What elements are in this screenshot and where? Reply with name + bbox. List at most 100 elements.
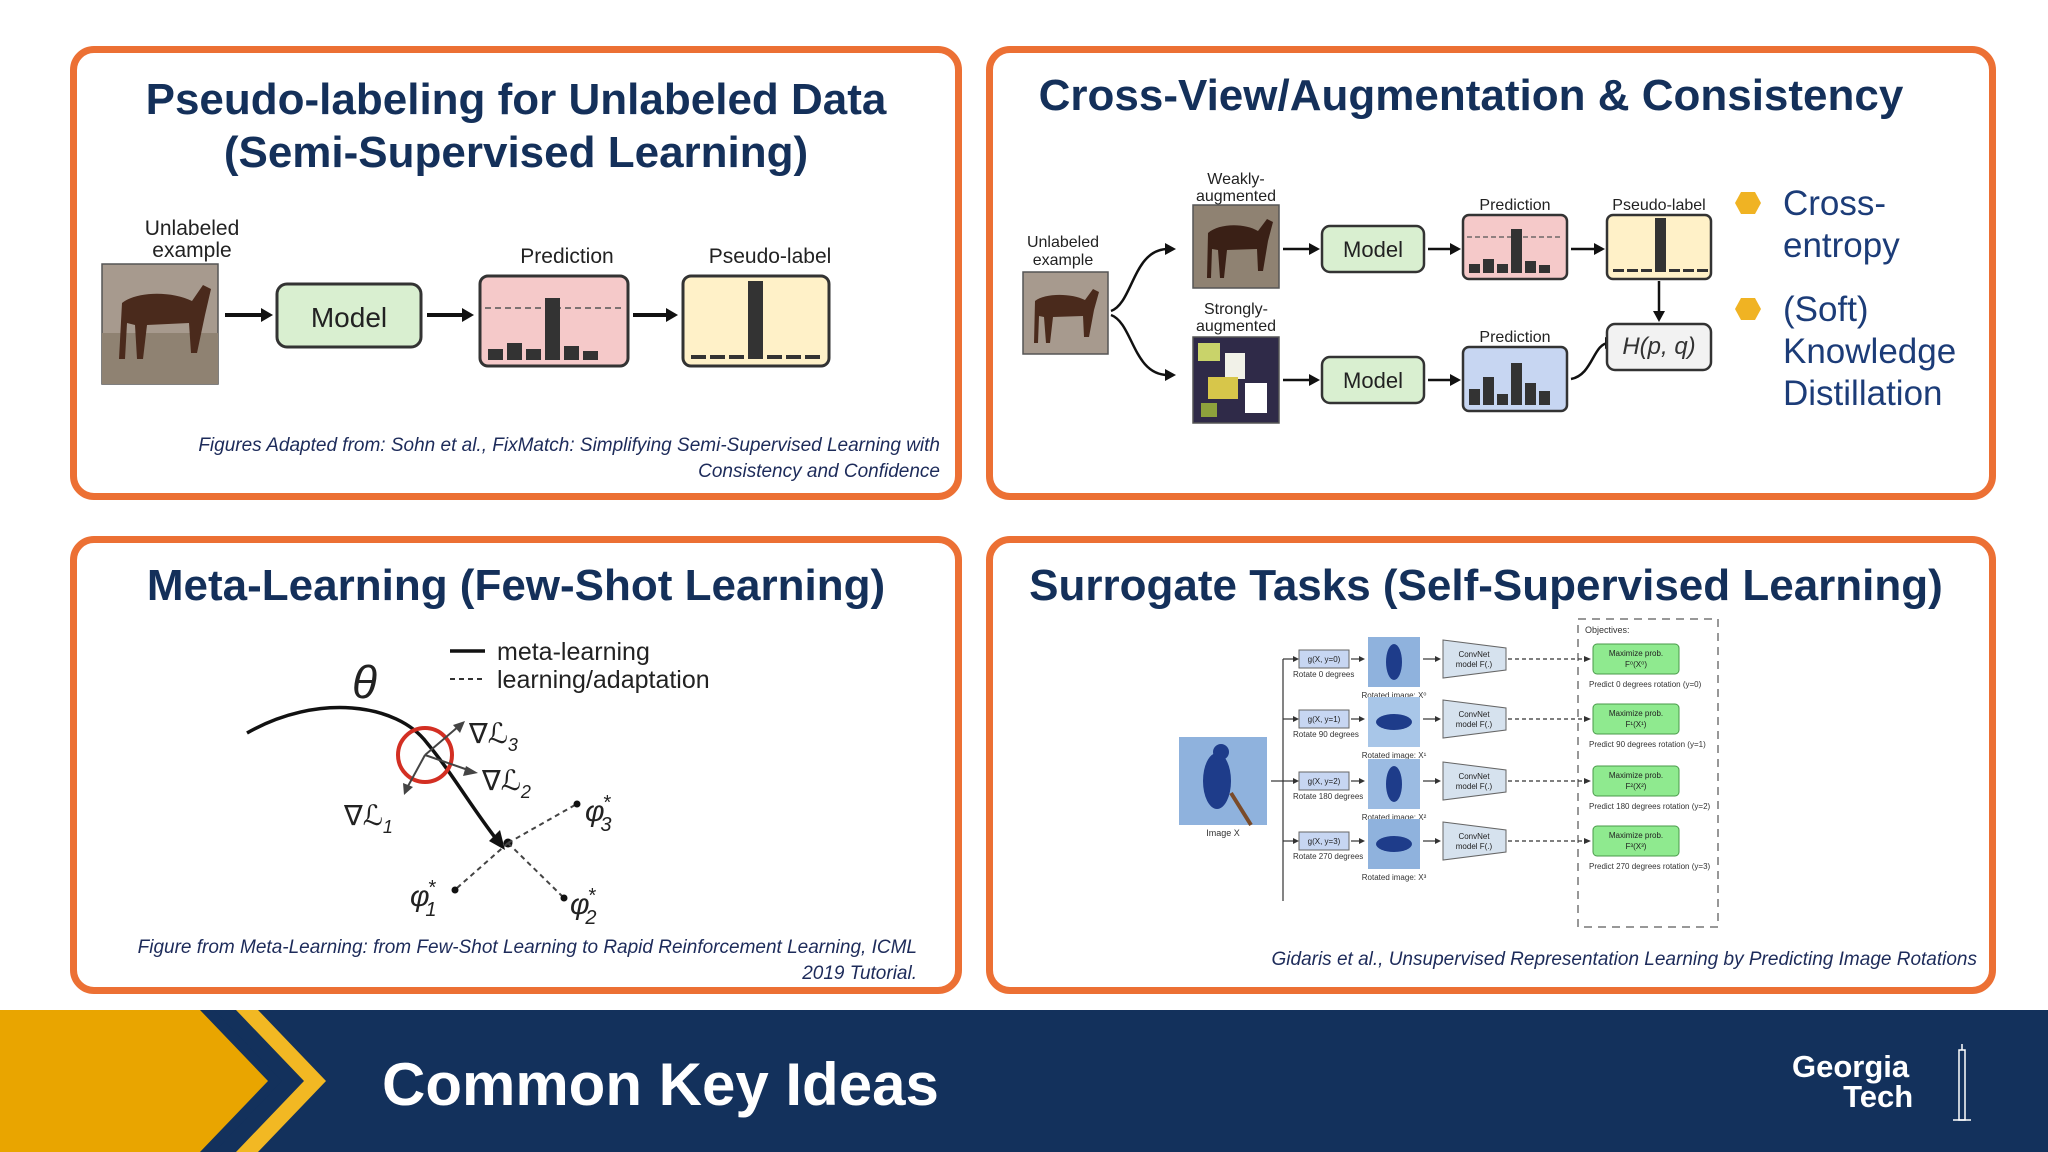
svg-text:∇ℒ2: ∇ℒ2 (481, 765, 531, 802)
phi1-star: * (428, 877, 437, 899)
bullet-knowledge-distillation-text: (Soft) Knowledge Distillation (1783, 290, 1957, 413)
convnet-label-line2: model F(.) (1456, 782, 1493, 791)
legend-meta-learning: meta-learning (497, 638, 650, 666)
weak-label-line1: Weakly- (1207, 171, 1265, 188)
rotation-op-label: g(X, y=0) (1308, 655, 1341, 664)
rotated-image-label: Rotated image: X⁰ (1361, 691, 1426, 700)
svg-text:φ*3: φ*3 (585, 792, 612, 836)
phi3-symbol: φ (585, 795, 605, 828)
surrogate-caption: Gidaris et al., Unsupervised Representat… (1271, 949, 1978, 970)
rotation-op-box (1298, 709, 1350, 729)
pseudo-caption-line2: Consistency and Confidence (698, 461, 940, 482)
convnet-label-line1: ConvNet (1458, 710, 1490, 719)
hexagon-bullet-icon (1735, 298, 1761, 320)
maximize-prob-line2: F⁰(X⁰) (1625, 660, 1647, 669)
strong-prediction-label: Prediction (1479, 329, 1550, 346)
grad-l3-subscript: 3 (508, 735, 518, 755)
bird-image (1179, 737, 1267, 827)
rotate-degrees-label: Rotate 0 degrees (1293, 670, 1354, 679)
cv-pseudo-label-label: Pseudo-label (1612, 197, 1705, 214)
panel-meta-learning: Meta-Learning (Few-Shot Learning) meta-l… (70, 536, 962, 994)
weak-prediction-label: Prediction (1479, 197, 1550, 214)
svg-text:φ*1: φ*1 (410, 877, 437, 921)
rotate-degrees-label: Rotate 180 degrees (1293, 792, 1363, 801)
predict-rotation-label: Predict 90 degrees rotation (y=1) (1589, 740, 1706, 749)
model-box (275, 282, 423, 349)
maximize-prob-box (1592, 765, 1680, 797)
pseudo-label-diagram: Unlabeled example Model Prediction Pseud… (101, 217, 832, 385)
predict-rotation-label: Predict 0 degrees rotation (y=0) (1589, 680, 1702, 689)
cv-horse-image (1022, 271, 1109, 355)
pseudo-label-bars (691, 281, 820, 359)
maximize-prob-line1: Maximize prob. (1609, 831, 1663, 840)
strong-model-box (1320, 355, 1426, 405)
svg-text:φ*2: φ*2 (570, 885, 597, 929)
theta-symbol: θ (352, 656, 377, 708)
prediction-label: Prediction (520, 245, 613, 268)
meta-caption-line1: Figure from Meta-Learning: from Few-Shot… (137, 937, 917, 958)
georgia-tech-logo: Georgia Tech (1792, 1049, 1913, 1113)
unlabeled-label-line1: Unlabeled (145, 217, 240, 240)
weak-label-line2: augmented (1196, 188, 1276, 205)
maximize-prob-line1: Maximize prob. (1609, 649, 1663, 658)
maximize-prob-box (1592, 825, 1680, 857)
panel-cross-view: Cross-View/Augmentation & Consistency Un… (986, 46, 1996, 500)
strong-label-line2: augmented (1196, 318, 1276, 335)
phi3-star: * (603, 792, 612, 814)
rotation-op-box (1298, 649, 1350, 669)
convnet-label-line2: model F(.) (1456, 720, 1493, 729)
convnet-label-line2: model F(.) (1456, 660, 1493, 669)
rotated-image-label: Rotated image: X² (1362, 813, 1427, 822)
model-label: Model (311, 302, 387, 333)
surrogate-title: Surrogate Tasks (Self-Supervised Learnin… (1029, 561, 1943, 610)
maximize-prob-line2: F¹(X¹) (1626, 720, 1647, 729)
weak-augmented-image (1192, 204, 1280, 289)
rotation-op-label: g(X, y=3) (1308, 837, 1341, 846)
pseudo-caption-line1: Figures Adapted from: Sohn et al., FixMa… (198, 435, 940, 456)
convnet-label-line1: ConvNet (1458, 772, 1490, 781)
convnet-label-line1: ConvNet (1458, 832, 1490, 841)
maximize-prob-box (1592, 703, 1680, 735)
convnet-block (1442, 761, 1507, 801)
cv-pseudo-label-bars (1613, 218, 1708, 272)
svg-text:∇ℒ1: ∇ℒ1 (343, 800, 393, 837)
convnet-block (1442, 699, 1507, 739)
grad-l2-symbol: ∇ℒ (481, 765, 521, 796)
rotation-op-label: g(X, y=2) (1308, 777, 1341, 786)
legend-adaptation: learning/adaptation (497, 666, 710, 694)
pseudo-label-label: Pseudo-label (709, 245, 832, 268)
svg-text:∇ℒ3: ∇ℒ3 (468, 718, 518, 755)
panel-surrogate-tasks: Surrogate Tasks (Self-Supervised Learnin… (986, 536, 1996, 994)
convnet-block (1442, 639, 1507, 679)
strong-prediction-bars (1469, 363, 1550, 405)
convnet-label-line1: ConvNet (1458, 650, 1490, 659)
maximize-prob-line1: Maximize prob. (1609, 709, 1663, 718)
cv-unlabeled-line1: Unlabeled (1027, 234, 1099, 251)
phi3-subscript: 3 (600, 814, 611, 836)
tech-tower-icon (1953, 1044, 1971, 1121)
grad-l3-symbol: ∇ℒ (468, 718, 508, 749)
grad-l1-symbol: ∇ℒ (343, 800, 383, 831)
prediction-bars (488, 298, 598, 360)
rotation-op-box (1298, 831, 1350, 851)
grad-l1-subscript: 1 (383, 817, 393, 837)
meta-caption-line2: 2019 Tutorial. (802, 963, 917, 984)
maximize-prob-line2: F²(X²) (1626, 782, 1647, 791)
slide-title: Common Key Ideas (382, 1051, 939, 1118)
rotate-degrees-label: Rotate 270 degrees (1293, 852, 1363, 861)
loss-label: H(p, q) (1622, 333, 1695, 360)
theta-circle (396, 726, 454, 784)
crossview-diagram: Unlabeled example Weakly- augmented Stro… (1022, 171, 1713, 424)
meta-title: Meta-Learning (Few-Shot Learning) (146, 561, 886, 610)
phi1-subscript: 1 (425, 899, 436, 921)
rotate-degrees-label: Rotate 90 degrees (1293, 730, 1359, 739)
logo-line1: Georgia (1792, 1049, 1910, 1084)
weak-prediction-bars (1469, 229, 1550, 273)
objectives-box (1577, 618, 1719, 928)
predict-rotation-label: Predict 270 degrees rotation (y=3) (1589, 862, 1711, 871)
phi2-symbol: φ (570, 888, 590, 921)
